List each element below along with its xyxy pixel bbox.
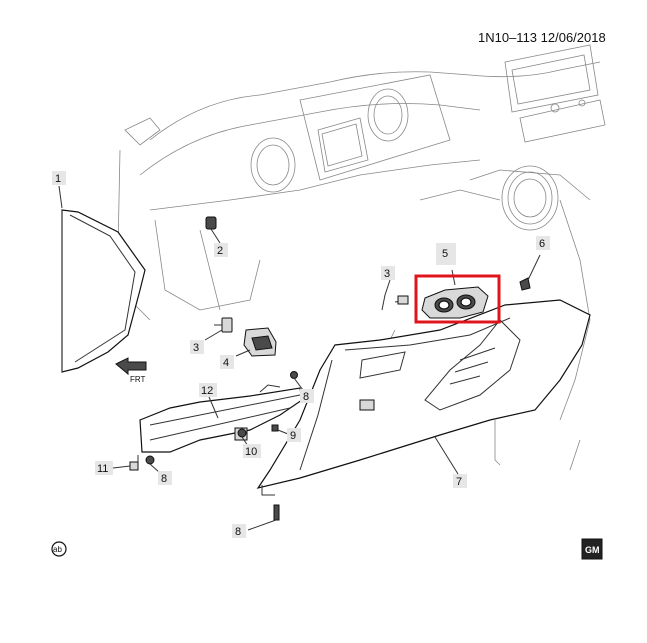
svg-text:9: 9 [290, 430, 296, 442]
svg-text:8: 8 [235, 526, 241, 538]
svg-text:1: 1 [55, 173, 61, 185]
part-5-switch-assembly [421, 269, 489, 319]
part-12-lower-bracket [137, 384, 303, 462]
callout-4: 4 [220, 355, 234, 369]
part-8-screw-upper [290, 371, 304, 391]
svg-text:10: 10 [245, 446, 257, 458]
part-3-wire-harness [381, 279, 409, 311]
svg-text:GM: GM [585, 545, 600, 555]
svg-text:12: 12 [201, 385, 213, 397]
part-11-clip [129, 461, 139, 471]
svg-text:8: 8 [303, 391, 309, 403]
callout-12: 12 [199, 383, 219, 419]
callout-6: 6 [536, 236, 550, 250]
callout-3-right: 3 [381, 266, 395, 280]
part-4-switch-module [235, 327, 277, 357]
callout-9: 9 [287, 428, 301, 442]
part-7-console-panel [256, 299, 591, 496]
callout-1: 1 [52, 171, 66, 209]
part-3-fastener-left [204, 317, 233, 341]
part-2-clip [205, 216, 221, 244]
part-9-clip [271, 424, 289, 435]
callout-8-upper: 8 [300, 389, 314, 403]
svg-text:3: 3 [384, 268, 390, 280]
svg-text:3: 3 [193, 342, 199, 354]
svg-text:2: 2 [217, 245, 223, 257]
svg-text:FRT: FRT [130, 375, 146, 384]
ab-badge: ab [51, 541, 67, 557]
part-8-screw-left [145, 455, 161, 474]
speaker-grille [501, 165, 559, 231]
svg-text:7: 7 [456, 476, 462, 488]
callout-10: 10 [243, 444, 261, 458]
svg-text:5: 5 [442, 248, 448, 260]
callout-5: 5 [436, 243, 456, 265]
gm-logo: GM [581, 538, 603, 560]
part-8-screw-bottom [247, 504, 280, 531]
part-6-clip [519, 254, 541, 291]
gauge-cluster [250, 74, 451, 193]
callout-8-left: 8 [158, 471, 172, 485]
display-screen [504, 44, 606, 143]
svg-text:6: 6 [539, 238, 545, 250]
svg-text:4: 4 [223, 357, 229, 369]
svg-text:8: 8 [161, 473, 167, 485]
callout-2: 2 [214, 243, 228, 257]
front-direction-arrow: FRT [115, 357, 147, 384]
callout-3-left: 3 [190, 340, 204, 354]
callout-11: 11 [95, 461, 131, 475]
highlight-box [414, 274, 501, 324]
part-1-side-trim-panel [61, 209, 146, 373]
svg-text:ab: ab [53, 545, 62, 554]
callout-8-bottom: 8 [232, 524, 246, 538]
callout-7: 7 [434, 436, 467, 488]
document-code: 1N10–113 12/06/2018 [478, 30, 606, 45]
svg-text:11: 11 [97, 463, 108, 475]
